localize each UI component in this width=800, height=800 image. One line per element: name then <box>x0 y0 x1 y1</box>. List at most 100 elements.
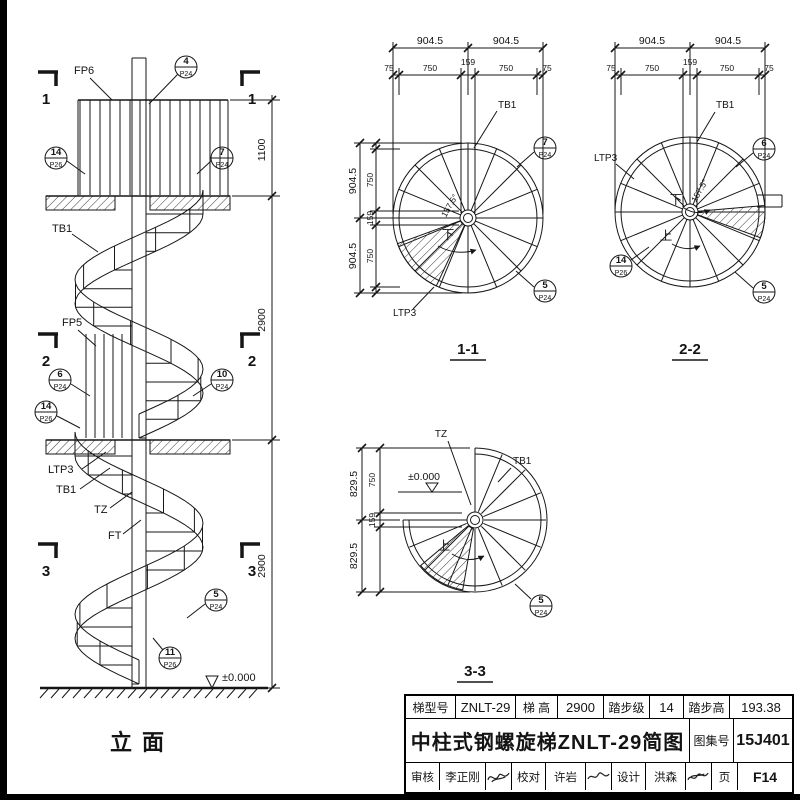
title-block: 梯型号 ZNLT-29 梯 高 2900 踏步级 14 踏步高 193.38 中… <box>404 694 794 794</box>
title-block-row3: 审核 李正刚 校对 许岩 设计 洪森 页 F14 <box>406 763 792 790</box>
callout-14b: 14 P26 <box>34 400 81 429</box>
atlas-label: 图集号 <box>690 719 734 762</box>
hatched-sector <box>396 220 466 287</box>
section-number: 3 <box>248 563 256 580</box>
dim-label: 750 <box>645 63 659 73</box>
section-number: 1 <box>42 91 50 108</box>
part-label: FP6 <box>74 65 94 77</box>
atlas-number: 15J401 <box>736 731 790 749</box>
plan-view-3-3: 829.5 829.5 750 159 TZ TB1 ±0.000 上 5 P2… <box>348 429 553 683</box>
callout-14: 14 P26 <box>609 246 650 278</box>
steps-value: 14 <box>650 696 684 718</box>
callout-number: 11 <box>165 647 176 658</box>
callout-5: 5 P24 <box>734 271 776 304</box>
callout-page: P24 <box>216 384 229 391</box>
platform-balusters <box>79 100 221 195</box>
callout-5: 5 P24 <box>514 583 553 618</box>
callout-5: 5 P24 <box>515 270 557 303</box>
section-number: 2 <box>42 353 50 370</box>
callout-page: P24 <box>758 296 771 303</box>
callout-7: 7 P24 <box>516 136 557 168</box>
dim-ticks <box>267 43 770 693</box>
callout-number: 5 <box>761 281 767 292</box>
dim-label: 829.5 <box>348 471 360 497</box>
dim-label: 750 <box>365 249 375 263</box>
part-label: TZ <box>94 504 108 516</box>
part-label: FT <box>108 530 122 542</box>
review-name: 李正刚 <box>440 763 486 790</box>
dim-label: 75 <box>606 63 616 73</box>
callout-6: 6 P24 <box>48 368 91 397</box>
level-label: ±0.000 <box>408 471 440 483</box>
scan-edge-bottom <box>0 794 800 800</box>
callout-number: 7 <box>542 137 547 148</box>
callout-page: P26 <box>164 662 177 669</box>
level-label: ±0.000 <box>222 672 256 684</box>
page-number: F14 <box>752 768 778 785</box>
callout-number: 14 <box>616 255 627 266</box>
dim-label: 904.5 <box>493 35 519 47</box>
signature-icon <box>587 771 610 779</box>
dim-label: 904.5 <box>347 243 359 269</box>
plan-title: 2-2 <box>679 341 701 358</box>
callout-7: 7 P24 <box>196 146 234 175</box>
direction-label: 上 <box>660 229 673 243</box>
part-label: TB1 <box>716 100 735 111</box>
section-marker <box>240 542 260 558</box>
part-label: LTP3 <box>48 464 73 476</box>
direction-label: 上 <box>438 539 451 553</box>
angle-label: 157.5° <box>689 177 710 203</box>
callout-page: P24 <box>758 153 771 160</box>
dim-label: 904.5 <box>347 168 359 194</box>
spiral-outer-arc <box>402 447 548 593</box>
review-signature <box>486 763 512 790</box>
dim-label: 2900 <box>256 554 268 578</box>
dim-label: 829.5 <box>348 543 360 569</box>
signature-icon <box>487 772 510 782</box>
part-label: LTP3 <box>594 153 618 164</box>
callout-page: P24 <box>535 610 548 617</box>
tread-radials <box>615 137 765 287</box>
dim-label: 904.5 <box>417 35 443 47</box>
dim-label: 2900 <box>256 308 268 332</box>
landing-balusters <box>85 334 123 438</box>
check-name: 许岩 <box>546 763 586 790</box>
height-label: 梯 高 <box>516 696 558 718</box>
drawing-title: 中柱式钢螺旋梯ZNLT-29简图 <box>406 719 690 762</box>
direction-arrow <box>683 207 711 215</box>
part-label: TB1 <box>52 223 72 235</box>
callout-number: 5 <box>542 280 548 291</box>
height-value: 2900 <box>558 696 604 718</box>
callout-number: 10 <box>217 369 228 380</box>
dim-label: 904.5 <box>715 35 741 47</box>
callout-page: P24 <box>180 71 193 78</box>
dim-label: 904.5 <box>639 35 665 47</box>
design-label: 设计 <box>612 763 646 790</box>
review-label: 审核 <box>406 763 440 790</box>
upper-flight <box>74 189 204 439</box>
callout-14: 14 P26 <box>44 146 86 175</box>
dim-label: 75 <box>384 63 394 73</box>
page-label: 页 <box>712 763 738 790</box>
dim-label: 750 <box>365 173 375 187</box>
callout-number: 4 <box>183 56 189 67</box>
dim-label: 159 <box>683 57 697 67</box>
dim-label: 750 <box>423 63 437 73</box>
part-label: TB1 <box>56 484 76 496</box>
dim-label: 159 <box>461 57 475 67</box>
level-symbol <box>425 482 439 493</box>
part-label: TB1 <box>513 456 532 467</box>
title-block-row1: 梯型号 ZNLT-29 梯 高 2900 踏步级 14 踏步高 193.38 <box>406 696 792 719</box>
callout-11: 11 P26 <box>152 637 182 670</box>
dim-label: 750 <box>499 63 513 73</box>
plan-view-2-2: 904.5 904.5 75 750 159 750 75 LTP3 TB1 下… <box>594 35 783 361</box>
callout-number: 5 <box>538 595 544 606</box>
signature-icon <box>687 772 709 780</box>
hatched-sector <box>419 525 474 591</box>
callout-number: 14 <box>51 147 62 158</box>
design-signature <box>686 763 712 790</box>
dim-label: 1100 <box>256 139 268 162</box>
design-name: 洪森 <box>646 763 686 790</box>
riser-label: 踏步高 <box>684 696 730 718</box>
ground-hatch <box>39 688 258 699</box>
